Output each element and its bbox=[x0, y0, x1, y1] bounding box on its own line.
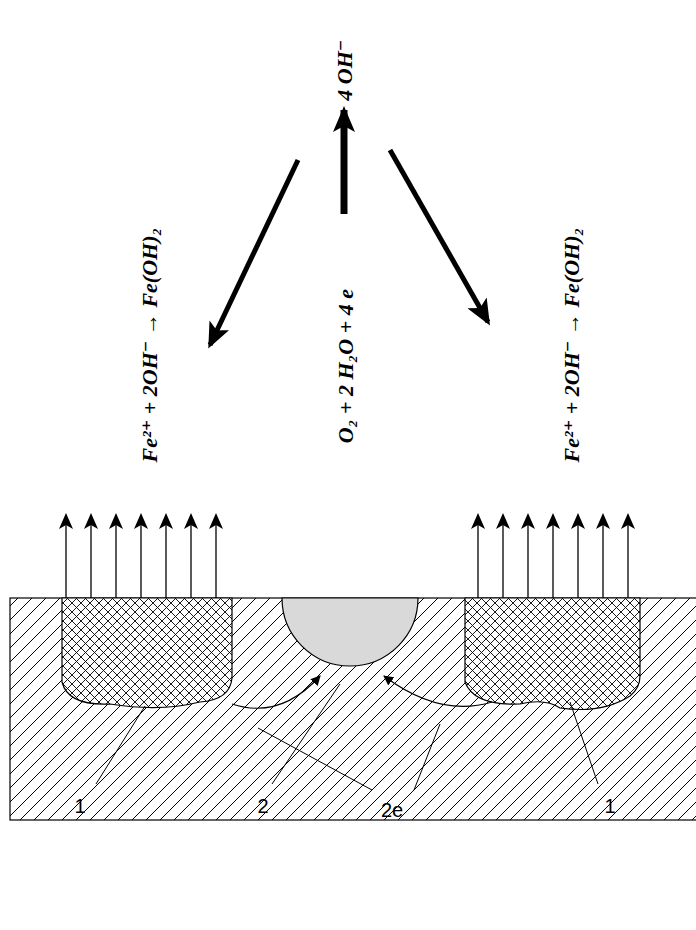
hydroxide-arrow bbox=[390, 150, 488, 322]
callout-number: 2 bbox=[257, 795, 268, 817]
reaction-equation: Fe²⁺ + 2OH⁻ → Fe(OH)₂ bbox=[138, 228, 162, 463]
reaction-equation: O₂ + 2 H₂O + 4 e bbox=[334, 289, 358, 443]
reaction-equation: Fe²⁺ + 2OH⁻ → Fe(OH)₂ bbox=[560, 228, 584, 463]
callout-number: 2e bbox=[381, 799, 403, 821]
hydroxide-arrow bbox=[341, 110, 348, 214]
metal-block bbox=[10, 598, 696, 820]
leader-lines bbox=[96, 684, 598, 790]
electron-arrow bbox=[232, 676, 320, 708]
anodic-zone bbox=[62, 598, 232, 708]
hydroxide-arrow bbox=[210, 160, 298, 345]
callout-number: 1 bbox=[74, 795, 85, 817]
callout-number: 1 bbox=[604, 795, 615, 817]
electron-arrow bbox=[384, 676, 492, 706]
anodic-zone bbox=[465, 598, 640, 710]
ion-formula: 4 OH⁻ bbox=[334, 39, 358, 100]
ion-flux-arrows bbox=[66, 515, 628, 598]
cathodic-zone bbox=[282, 598, 418, 666]
